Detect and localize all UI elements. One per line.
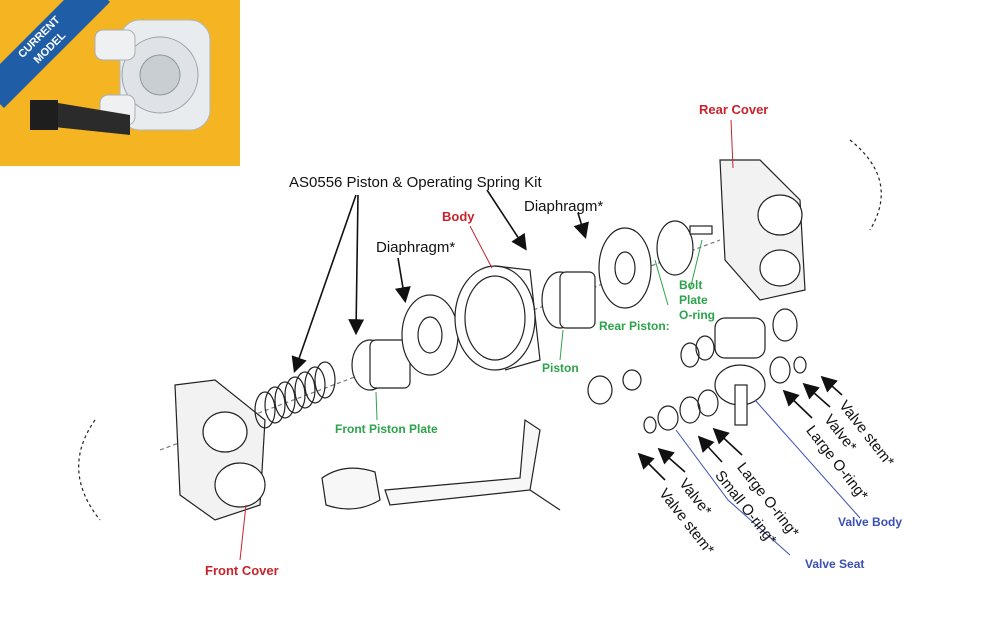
front-piston-plate-label: Front Piston Plate xyxy=(335,422,438,436)
valve-seat-label: Valve Seat xyxy=(805,557,865,571)
bolt-label: Bolt xyxy=(679,278,703,292)
rear-piston-label: Rear Piston: xyxy=(599,319,670,333)
front-diaphragm-label: Diaphragm* xyxy=(376,239,456,256)
oring-label: O-ring xyxy=(679,308,715,322)
kit-label: AS0556 Piston & Operating Spring Kit xyxy=(289,174,542,191)
rear-cover-label: Rear Cover xyxy=(699,102,769,117)
body-label: Body xyxy=(442,209,475,224)
product-photo-panel: CURRENT MODEL xyxy=(0,0,240,166)
plate-label: Plate xyxy=(679,293,708,307)
pump-photo xyxy=(30,19,211,135)
piston-label: Piston xyxy=(542,361,579,375)
front-cover-label: Front Cover xyxy=(205,563,279,578)
rear-diaphragm-label: Diaphragm* xyxy=(524,198,604,215)
valve-body-label: Valve Body xyxy=(838,515,903,529)
